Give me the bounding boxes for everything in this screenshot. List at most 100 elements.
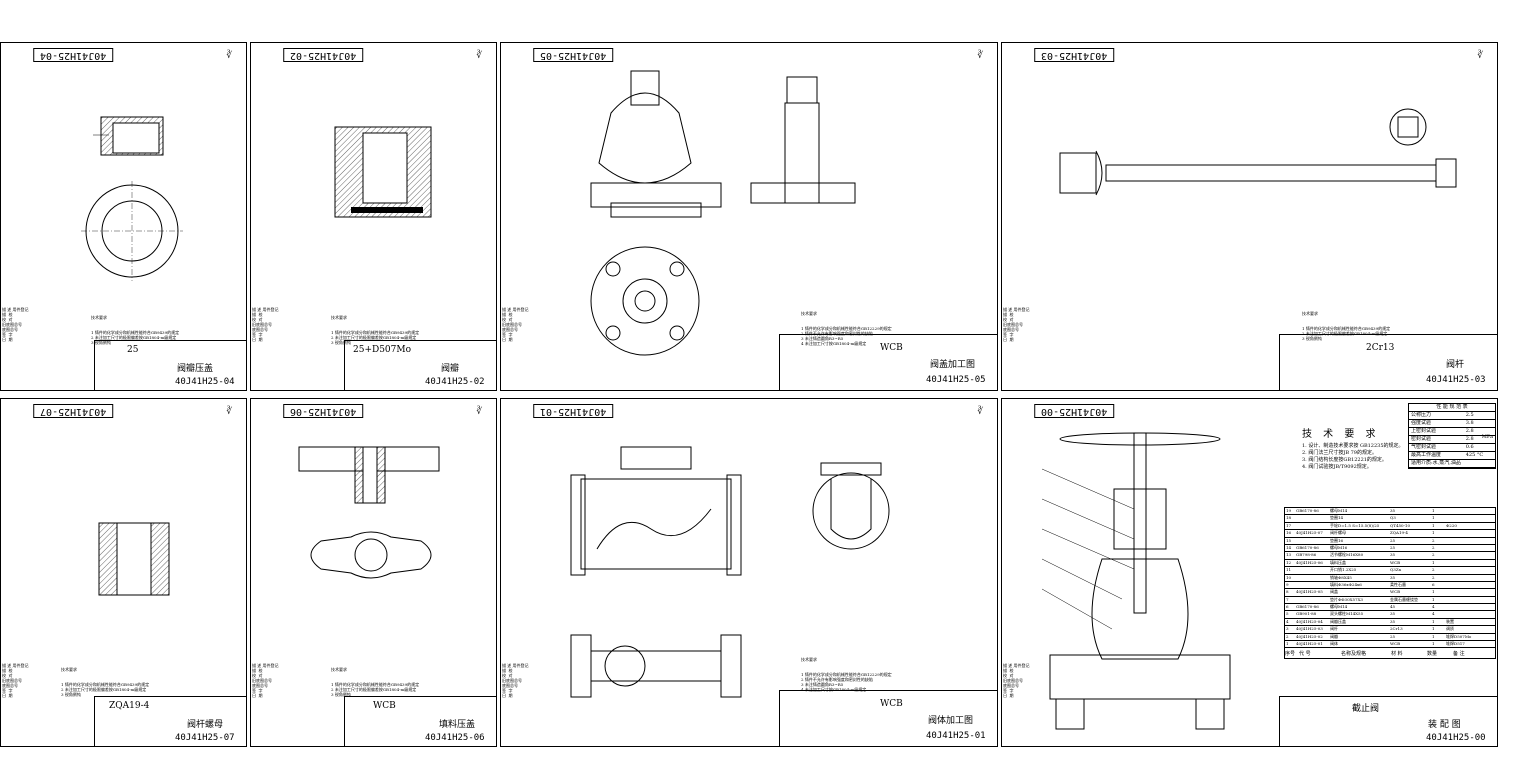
bom-cell: 12 xyxy=(1286,559,1292,565)
bom-cell: 垫圈16 xyxy=(1330,537,1344,543)
bom-cell: 1 xyxy=(1432,618,1435,624)
part-drawing xyxy=(298,446,440,579)
perf-value xyxy=(1464,460,1495,467)
tech-requirements: 技术要求 1 铸件的化学成分和机械性能符合GB12229的规定 2 铸件不允许有… xyxy=(801,647,892,702)
tech-title: 技术要求 xyxy=(91,315,107,320)
drawing-sheet-03: 40J41H25-03 ∛ 技术要求 1 铸件的化学成分和机械性能符合GB943… xyxy=(1001,42,1498,391)
part-name: 阀杆螺母 xyxy=(187,720,224,730)
bom-cell: QT450-10 xyxy=(1390,522,1411,528)
bom-header: 序号代 号名称及规格材 料数量备 注 xyxy=(1285,648,1495,658)
material: WCB xyxy=(880,343,903,353)
perf-label: 强度试验 xyxy=(1411,420,1432,426)
bom-cell: 堆焊D517 xyxy=(1446,641,1465,647)
part-name: 阀杆 xyxy=(1446,360,1465,370)
bom-cell: GB6170-86 xyxy=(1296,604,1319,610)
side-labels: 描 述 用件登记 描 校 校 对 旧底图总号 底图总号 签 字 日 期 xyxy=(1003,663,1030,698)
bom-cell: 14 xyxy=(1286,544,1292,550)
perf-value: 425 °C xyxy=(1465,452,1484,458)
perf-value: 3.8 xyxy=(1465,420,1474,426)
roughness-symbol: ∛ xyxy=(977,407,983,417)
bom-cell: 1 xyxy=(1432,596,1435,602)
bom-cell: WCB xyxy=(1390,559,1401,565)
material: WCB xyxy=(880,699,903,709)
bom-cell: 2Cr13 xyxy=(1390,626,1403,632)
part-name: 阀瓣 xyxy=(441,364,460,374)
bom-header-cell: 代 号 xyxy=(1299,651,1311,658)
part-name: 阀盖加工图 xyxy=(930,360,976,370)
bom-cell: 螺母M16 xyxy=(1330,544,1348,550)
roughness-symbol: ∛ xyxy=(476,407,482,417)
bom-cell: 25 xyxy=(1390,537,1396,543)
bom-cell: 销轴Φ8X45 xyxy=(1330,574,1352,580)
material: 2Cr13 xyxy=(1366,343,1395,353)
bom-cell: 填料Φ36xΦ24x6 xyxy=(1330,581,1362,587)
drawing-code: 40J41H25-05 xyxy=(926,375,986,385)
bom-cell: WCB xyxy=(1390,641,1401,647)
part-name: 阀瓣压盖 xyxy=(177,364,214,374)
bom-cell: 16 xyxy=(1286,530,1292,536)
part-drawing xyxy=(334,126,432,218)
bom-cell: 45 xyxy=(1390,604,1396,610)
bom-cell: WCB xyxy=(1390,589,1401,595)
drawing-sheet-05: 40J41H25-05 ∛ 技术要求 1 铸件的化学成分和机械性能符合GB122… xyxy=(500,42,998,391)
tech-requirements: 技术要求 1 铸件的化学成分和机械性能符合GB9439的规定 2 未注加工尺寸的… xyxy=(331,657,419,707)
tech-requirements: 技术要求 1 铸件的化学成分和机械性能符合GB12229的规定 2 铸件不允许有… xyxy=(801,301,892,356)
bom-cell: 垫圈14 xyxy=(1330,515,1344,521)
perf-row: 强度试验 3.8 xyxy=(1409,420,1495,428)
tech-lines: 1 铸件的化学成分和机械性能符合GB9439的规定 2 未注加工尺寸的极限偏差按… xyxy=(331,682,420,697)
side-labels: 描 述 用件登记 描 校 校 对 旧底图总号 底图总号 签 字 日 期 xyxy=(2,663,29,698)
bom-cell: 手轮D=1.5 S=15.5(8)/25 xyxy=(1330,522,1380,528)
bom-cell: 柔性石墨 xyxy=(1390,581,1406,587)
bom-cell: 13 xyxy=(1286,552,1292,558)
material: 25+D507Mo xyxy=(353,345,412,355)
bom-cell: 8 xyxy=(1286,589,1289,595)
bom-cell: 35 xyxy=(1390,508,1396,513)
tech-requirements: 技术要求 1 铸件的化学成分和机械性能符合GB9439的规定 2 未注加工尺寸的… xyxy=(1302,301,1390,351)
part-drawing xyxy=(1059,108,1457,196)
bom-header-cell: 数量 xyxy=(1427,651,1438,658)
bom-cell: 双头螺柱M14X55 xyxy=(1330,611,1364,617)
drawing-code: 40J41H25-07 xyxy=(175,733,235,743)
bom-cell: 40J41H25-01 xyxy=(1296,641,1323,647)
bom-cell: 1 xyxy=(1286,641,1289,647)
part-name: 填料压盖 xyxy=(439,720,476,730)
bom-cell: 阀盖 xyxy=(1330,589,1338,595)
part-drawing xyxy=(98,522,170,596)
bom-cell: 装置 xyxy=(1446,618,1454,624)
tech-title: 技术要求 xyxy=(801,657,817,662)
bom-cell: 填料压盖 xyxy=(1330,559,1346,565)
side-labels: 描 述 用件登记 描 校 校 对 旧底图总号 底图总号 签 字 日 期 xyxy=(252,663,279,698)
part-name: 阀体加工图 xyxy=(928,716,974,726)
bom-cell: 1 xyxy=(1432,589,1435,595)
drawing-code: 40J41H25-03 xyxy=(1426,375,1486,385)
roughness-symbol: ∛ xyxy=(226,407,232,417)
bom-cell: 2 xyxy=(1432,552,1435,558)
bom-cell: 1 xyxy=(1432,530,1435,536)
side-labels: 描 述 用件登记 描 校 校 对 旧底图总号 底图总号 签 字 日 期 xyxy=(1003,307,1030,342)
bom-cell: 25 xyxy=(1390,633,1396,639)
drawing-sheet-02: 40J41H25-02 ∛ 技术要求 1 铸件的化学成分和机械性能符合GB943… xyxy=(250,42,497,391)
part-drawing xyxy=(590,70,856,356)
drawing-code: 40J41H25-00 xyxy=(1426,733,1486,743)
drawing-code: 40J41H25-06 xyxy=(425,733,485,743)
bom-cell: 1 xyxy=(1432,522,1435,528)
bom-cell: 40J41H25-07 xyxy=(1296,530,1323,536)
perf-label: 适用介质:水,蒸汽,油品 xyxy=(1411,460,1461,466)
tech-lines: 1 铸件的化学成分和机械性能符合GB9439的规定 2 未注加工尺寸的极限偏差按… xyxy=(1302,326,1391,341)
bom-cell: 阀杆 xyxy=(1330,626,1338,632)
